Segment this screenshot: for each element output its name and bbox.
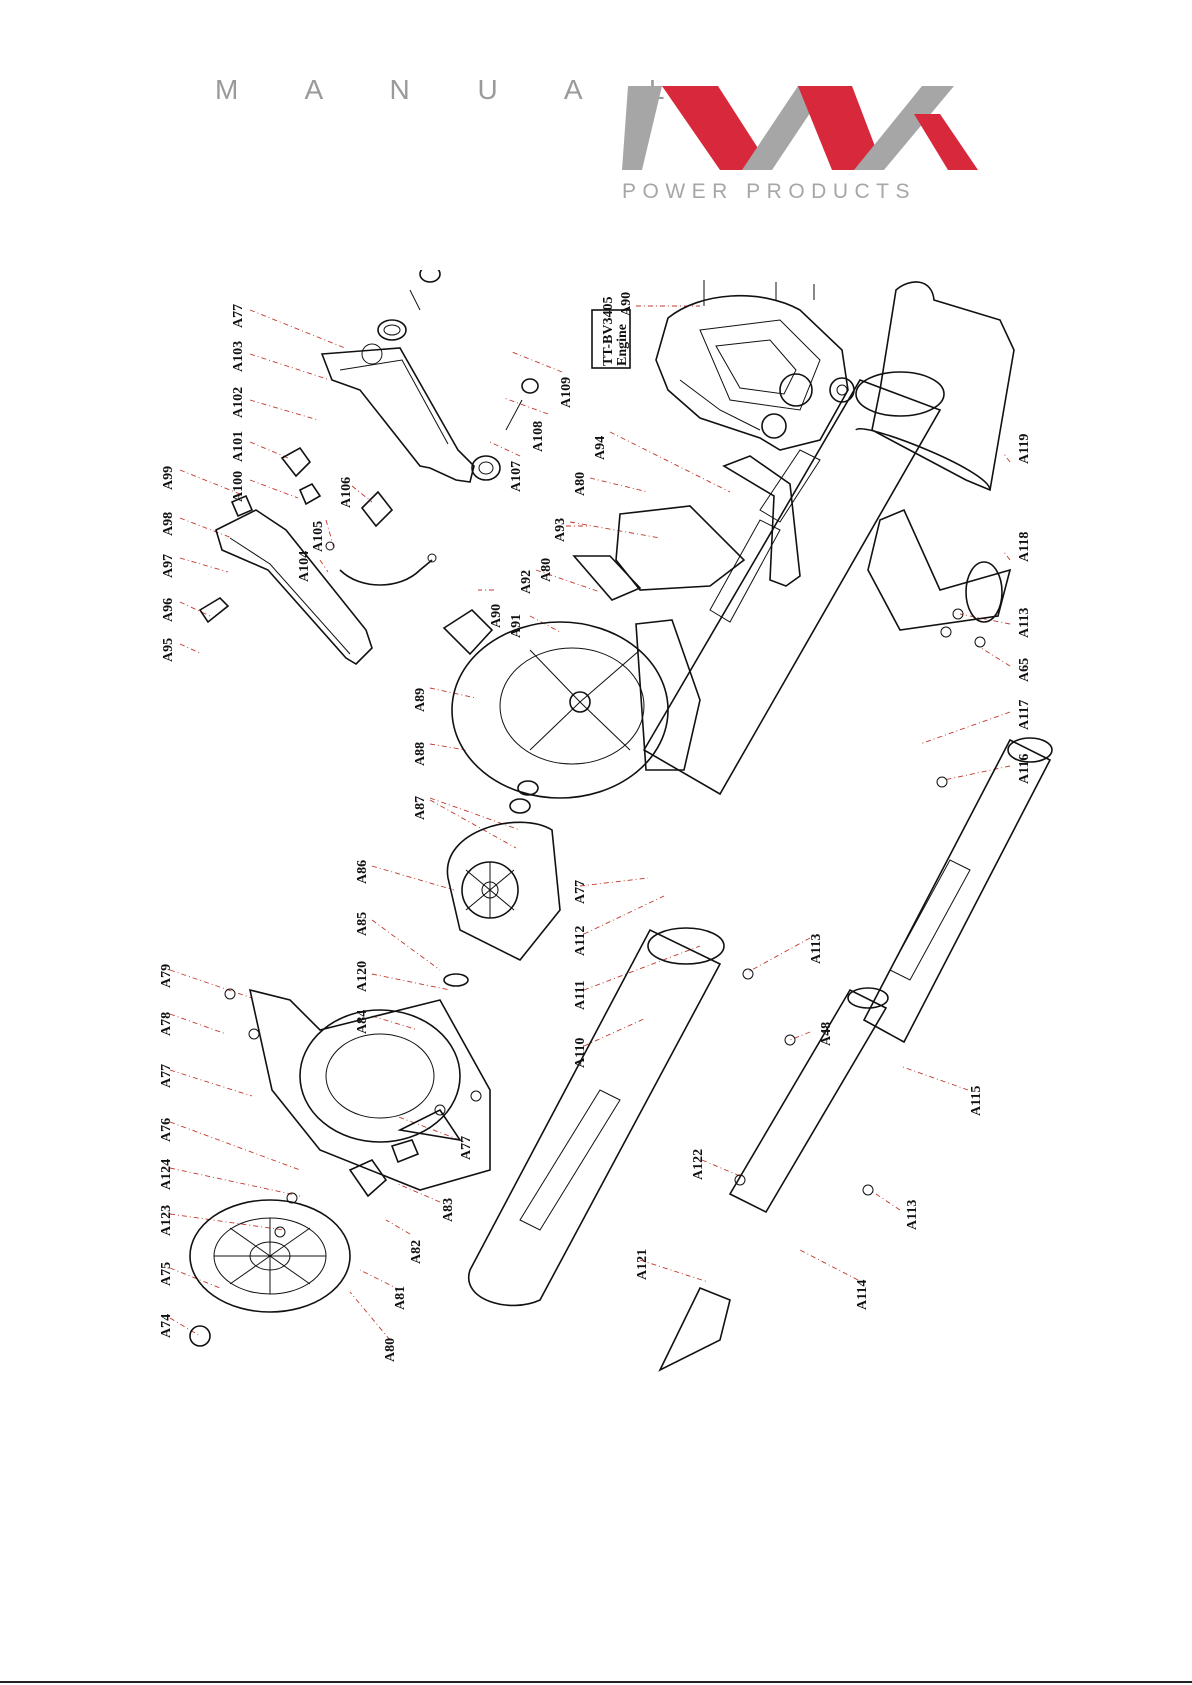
part-label: A109: [559, 377, 574, 408]
part-label: A94: [593, 436, 608, 460]
page-bottom-border: [0, 1681, 1192, 1683]
part-label: A100: [231, 471, 246, 502]
part-label: A102: [231, 387, 246, 418]
part-label: A85: [355, 912, 370, 936]
part-label: A122: [691, 1149, 706, 1180]
logo-red-stroke-1: [662, 86, 772, 170]
part-label: A108: [531, 421, 546, 452]
part-label: A77: [231, 304, 246, 328]
logo-red-stroke-2: [798, 86, 884, 170]
part-label: A101: [231, 431, 246, 462]
part-label: A80: [573, 472, 588, 496]
part-label: A75: [159, 1262, 174, 1286]
part-label: A118: [1017, 532, 1032, 562]
part-label: A88: [413, 742, 428, 766]
part-label: A111: [573, 980, 588, 1010]
part-label: A99: [161, 466, 176, 490]
part-label: A90: [619, 292, 634, 316]
manual-heading: M A N U A L: [215, 74, 695, 105]
brand-logo: POWER PRODUCTS: [622, 86, 978, 203]
part-label: A115: [969, 1086, 984, 1116]
handle-assembly: [198, 270, 539, 666]
part-label: A121: [635, 1249, 650, 1280]
logo-tagline: POWER PRODUCTS: [622, 180, 916, 203]
part-label: A110: [573, 1038, 588, 1068]
part-label: A96: [161, 598, 176, 622]
part-label: A119: [1017, 434, 1032, 464]
part-label: A80: [539, 558, 554, 582]
part-labels: A77 A103 A102 A101 A100 A99 A98 A97 A96 …: [159, 292, 1032, 1362]
logo-gray-stroke-3: [854, 86, 954, 170]
elbow-pipe: [722, 455, 1012, 631]
part-label: A86: [355, 860, 370, 884]
part-label: A113: [809, 934, 824, 964]
part-label: A97: [161, 554, 176, 578]
leader-lines: [169, 305, 1011, 1341]
part-label: A107: [509, 461, 524, 492]
part-label: A114: [855, 1280, 870, 1310]
part-label: A113: [1017, 608, 1032, 638]
part-label: A120: [355, 961, 370, 992]
intake-bag: [855, 281, 1015, 492]
part-label: A112: [573, 926, 588, 956]
part-label: A92: [519, 570, 534, 594]
part-label: A76: [159, 1118, 174, 1142]
part-label: A104: [297, 551, 312, 582]
part-label: A117: [1017, 700, 1032, 730]
part-label: A74: [159, 1314, 174, 1338]
part-label: A106: [339, 477, 354, 508]
part-label: A82: [409, 1240, 424, 1264]
part-label: A116: [1017, 754, 1032, 784]
impeller: [443, 780, 561, 987]
part-label: A83: [441, 1198, 456, 1222]
part-label: A87: [413, 796, 428, 820]
part-label: A93: [553, 518, 568, 542]
air-filter-cover: [189, 1139, 420, 1347]
exploded-parts-diagram: TT-BV3405 Engine: [159, 270, 1053, 1372]
part-label: A84: [355, 1010, 370, 1034]
part-label: A89: [413, 688, 428, 712]
logo-red-stroke-3: [914, 114, 978, 170]
rear-housing: [248, 988, 491, 1191]
part-label: A77: [573, 880, 588, 904]
blower-tubes: [467, 371, 1053, 1372]
part-label: A124: [159, 1159, 174, 1190]
part-label: A91: [509, 614, 524, 638]
engine-label-text: Engine: [615, 324, 630, 366]
engine-block: TT-BV3405 Engine: [591, 280, 855, 451]
part-label: A77: [159, 1064, 174, 1088]
engine-model-text: TT-BV3405: [601, 296, 616, 366]
part-label: A90: [489, 604, 504, 628]
part-label: A105: [311, 521, 326, 552]
part-label: A79: [159, 964, 174, 988]
part-label: A78: [159, 1012, 174, 1036]
part-label: A48: [819, 1022, 834, 1046]
part-label: A123: [159, 1205, 174, 1236]
part-label: A103: [231, 341, 246, 372]
fan-housing: [442, 505, 746, 799]
part-label: A65: [1017, 658, 1032, 682]
part-label: A113: [905, 1200, 920, 1230]
part-label: A77: [459, 1136, 474, 1160]
logo-gray-stroke-left: [622, 86, 662, 170]
fasteners: [224, 608, 986, 1238]
part-label: A80: [383, 1338, 398, 1362]
part-label: A81: [393, 1286, 408, 1310]
part-label: A95: [161, 638, 176, 662]
part-label: A98: [161, 512, 176, 536]
